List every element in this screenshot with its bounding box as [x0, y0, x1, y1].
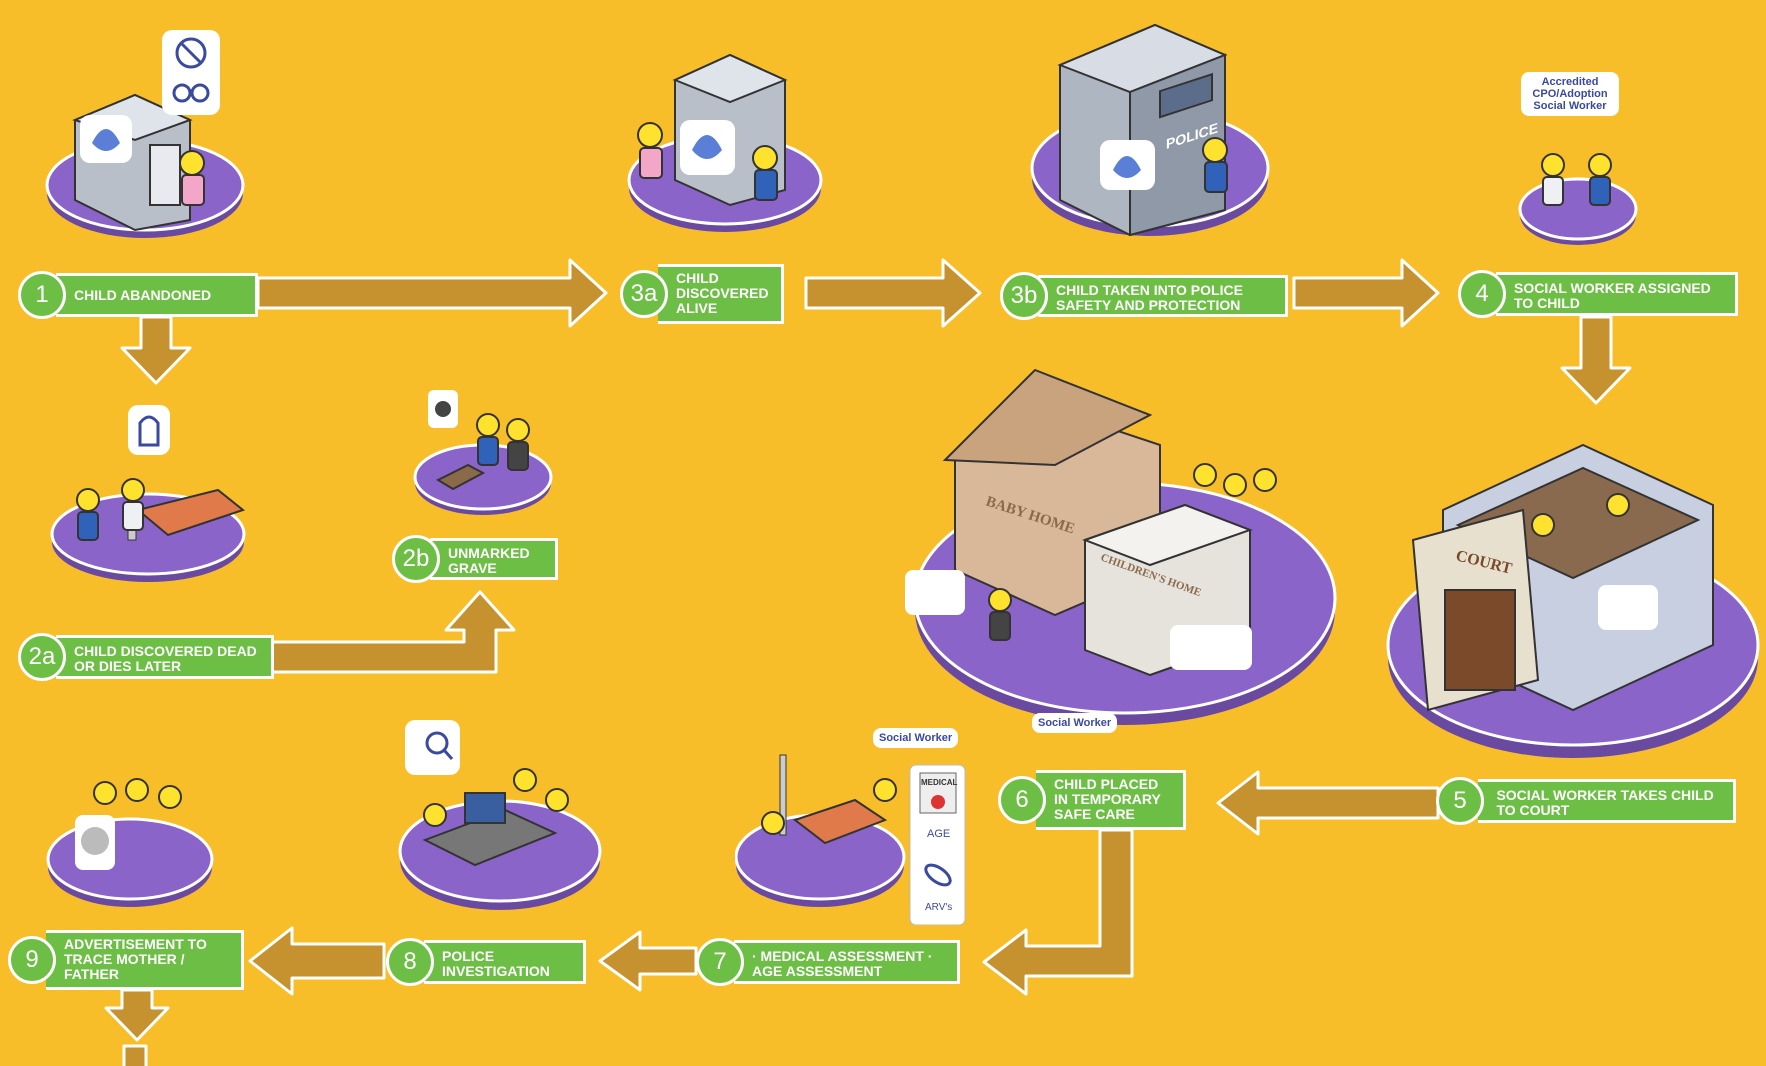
step-label: SOCIAL WORKER TAKES CHILD TO COURT	[1478, 779, 1737, 823]
scene-unmarked-grave	[413, 390, 553, 515]
step-5: 5 \ SOCIAL WORKER TAKES CHILD TO COURT	[1436, 777, 1737, 825]
scene-child-abandoned	[45, 30, 245, 238]
scene-social-worker	[1518, 153, 1638, 245]
step-number: 2a	[18, 633, 66, 681]
arrow-1-down	[120, 315, 192, 385]
arrow-5-to-6	[1216, 770, 1440, 836]
step-2b: 2b UNMARKED GRAVE	[392, 535, 558, 583]
step-3a: 3a CHILD DISCOVERED ALIVE	[620, 264, 784, 324]
step-7: 7 · MEDICAL ASSESSMENT · AGE ASSESSMENT	[696, 938, 960, 986]
scene-advertisement	[46, 778, 214, 907]
arrow-9-down	[104, 988, 170, 1042]
scene-child-discovered-alive	[627, 53, 823, 232]
step-label: CHILD TAKEN INTO POLICE SAFETY AND PROTE…	[1038, 275, 1288, 317]
step-1: 1 CHILD ABANDONED	[18, 271, 258, 319]
accredited-social-worker-callout: Accredited CPO/Adoption Social Worker	[1521, 72, 1619, 116]
scene-temporary-safe-care: BABY HOME CHILDREN'S HOME	[905, 368, 1337, 725]
step-label: CHILD DISCOVERED ALIVE	[658, 264, 784, 324]
step-6: 6 CHILD PLACED IN TEMPORARY SAFE CARE	[998, 770, 1186, 830]
arrow-3b-to-4	[1292, 258, 1440, 328]
scene-police-investigation	[398, 720, 602, 910]
step-label: CHILD PLACED IN TEMPORARY SAFE CARE	[1036, 770, 1186, 830]
step-label: · MEDICAL ASSESSMENT · AGE ASSESSMENT	[734, 940, 960, 984]
step-number: 8	[386, 938, 434, 986]
step-number: 9	[8, 936, 56, 984]
arrow-3a-to-3b	[804, 258, 982, 328]
step-label: SOCIAL WORKER ASSIGNED TO CHILD	[1496, 272, 1738, 316]
step-label: UNMARKED GRAVE	[430, 538, 558, 580]
step-number: 6	[998, 776, 1046, 824]
arrow-4-down	[1560, 315, 1632, 405]
step-number: 1	[18, 271, 66, 319]
step-number: 4	[1458, 270, 1506, 318]
step-number: 3b	[1000, 272, 1048, 320]
step-8: 8 POLICE INVESTIGATION	[386, 938, 586, 986]
step-number: 5	[1436, 777, 1484, 825]
step-4: 4 SOCIAL WORKER ASSIGNED TO CHILD	[1458, 270, 1738, 318]
step-label: ADVERTISEMENT TO TRACE MOTHER / FATHER	[46, 930, 244, 990]
arrow-9-tail	[122, 1044, 148, 1066]
social-worker-callout-medical: Social Worker	[873, 728, 959, 748]
age-text: AGE	[927, 828, 950, 840]
scene-medical-assessment: MEDICAL AGE ARV's	[735, 754, 966, 925]
arrow-7-to-8	[598, 930, 698, 992]
medical-card-text: MEDICAL	[921, 778, 958, 787]
scene-child-dies-hospital	[50, 405, 246, 582]
step-label: CHILD DISCOVERED DEAD OR DIES LATER	[56, 635, 274, 679]
step-label: POLICE INVESTIGATION	[424, 940, 586, 984]
step-3b: 3b CHILD TAKEN INTO POLICE SAFETY AND PR…	[1000, 272, 1288, 320]
step-number: 2b	[392, 535, 440, 583]
step-number: 3a	[620, 270, 668, 318]
scene-police-station: POLICE	[1030, 23, 1270, 237]
arvs-text: ARV's	[925, 902, 952, 913]
arrow-8-to-9	[248, 926, 386, 996]
arrow-1-to-3a	[256, 258, 608, 328]
scene-court: COURT	[1386, 443, 1760, 758]
step-9: 9 ADVERTISEMENT TO TRACE MOTHER / FATHER	[8, 930, 244, 990]
arrow-2a-to-2b	[268, 590, 516, 674]
step-2a: 2a CHILD DISCOVERED DEAD OR DIES LATER	[18, 633, 274, 681]
social-worker-callout-home: Social Worker	[1032, 713, 1118, 733]
arrow-6-to-7	[982, 828, 1134, 996]
step-label: CHILD ABANDONED	[56, 273, 258, 317]
step-number: 7	[696, 938, 744, 986]
